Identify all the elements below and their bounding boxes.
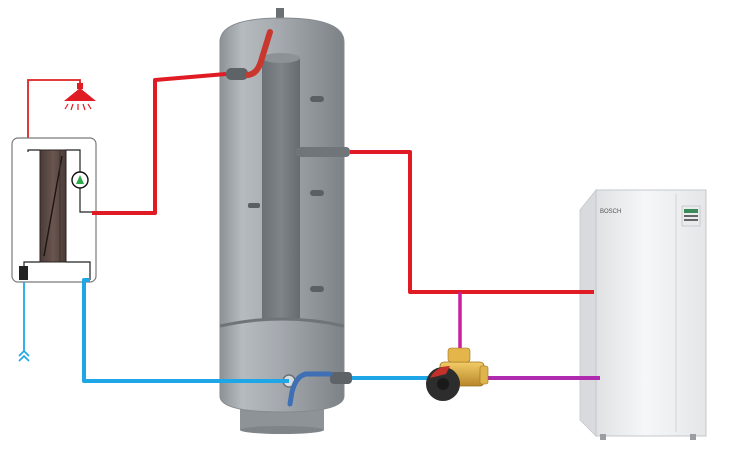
bottom-return-connection xyxy=(330,372,352,384)
cold-return-pipe xyxy=(82,278,289,383)
heat-pump-brand-label: BOSCH xyxy=(600,209,621,215)
internal-dip-tube xyxy=(245,29,273,78)
shower-head-icon xyxy=(64,83,96,111)
control-display xyxy=(681,205,701,227)
hot-supply-pipe xyxy=(92,72,227,215)
double-chevron-up-icon xyxy=(18,349,30,362)
stratification-inlets xyxy=(248,96,324,292)
inner-hot-water-column xyxy=(262,53,300,320)
internal-return-tube xyxy=(287,371,333,407)
buffer-storage-tank xyxy=(219,8,352,434)
top-flow-connection xyxy=(226,68,248,80)
fresh-water-station xyxy=(11,137,97,283)
shower-supply-pipe xyxy=(27,79,81,152)
circulation-pump-icon xyxy=(71,171,89,189)
plate-heat-exchanger xyxy=(39,149,67,263)
heat-pump-flow-connection xyxy=(296,147,350,157)
heat-pump-flow-pipe xyxy=(350,150,594,294)
flow-sensor xyxy=(19,266,28,280)
heat-pump-unit: BOSCH xyxy=(579,188,707,440)
three-way-mixing-valve xyxy=(426,347,489,401)
